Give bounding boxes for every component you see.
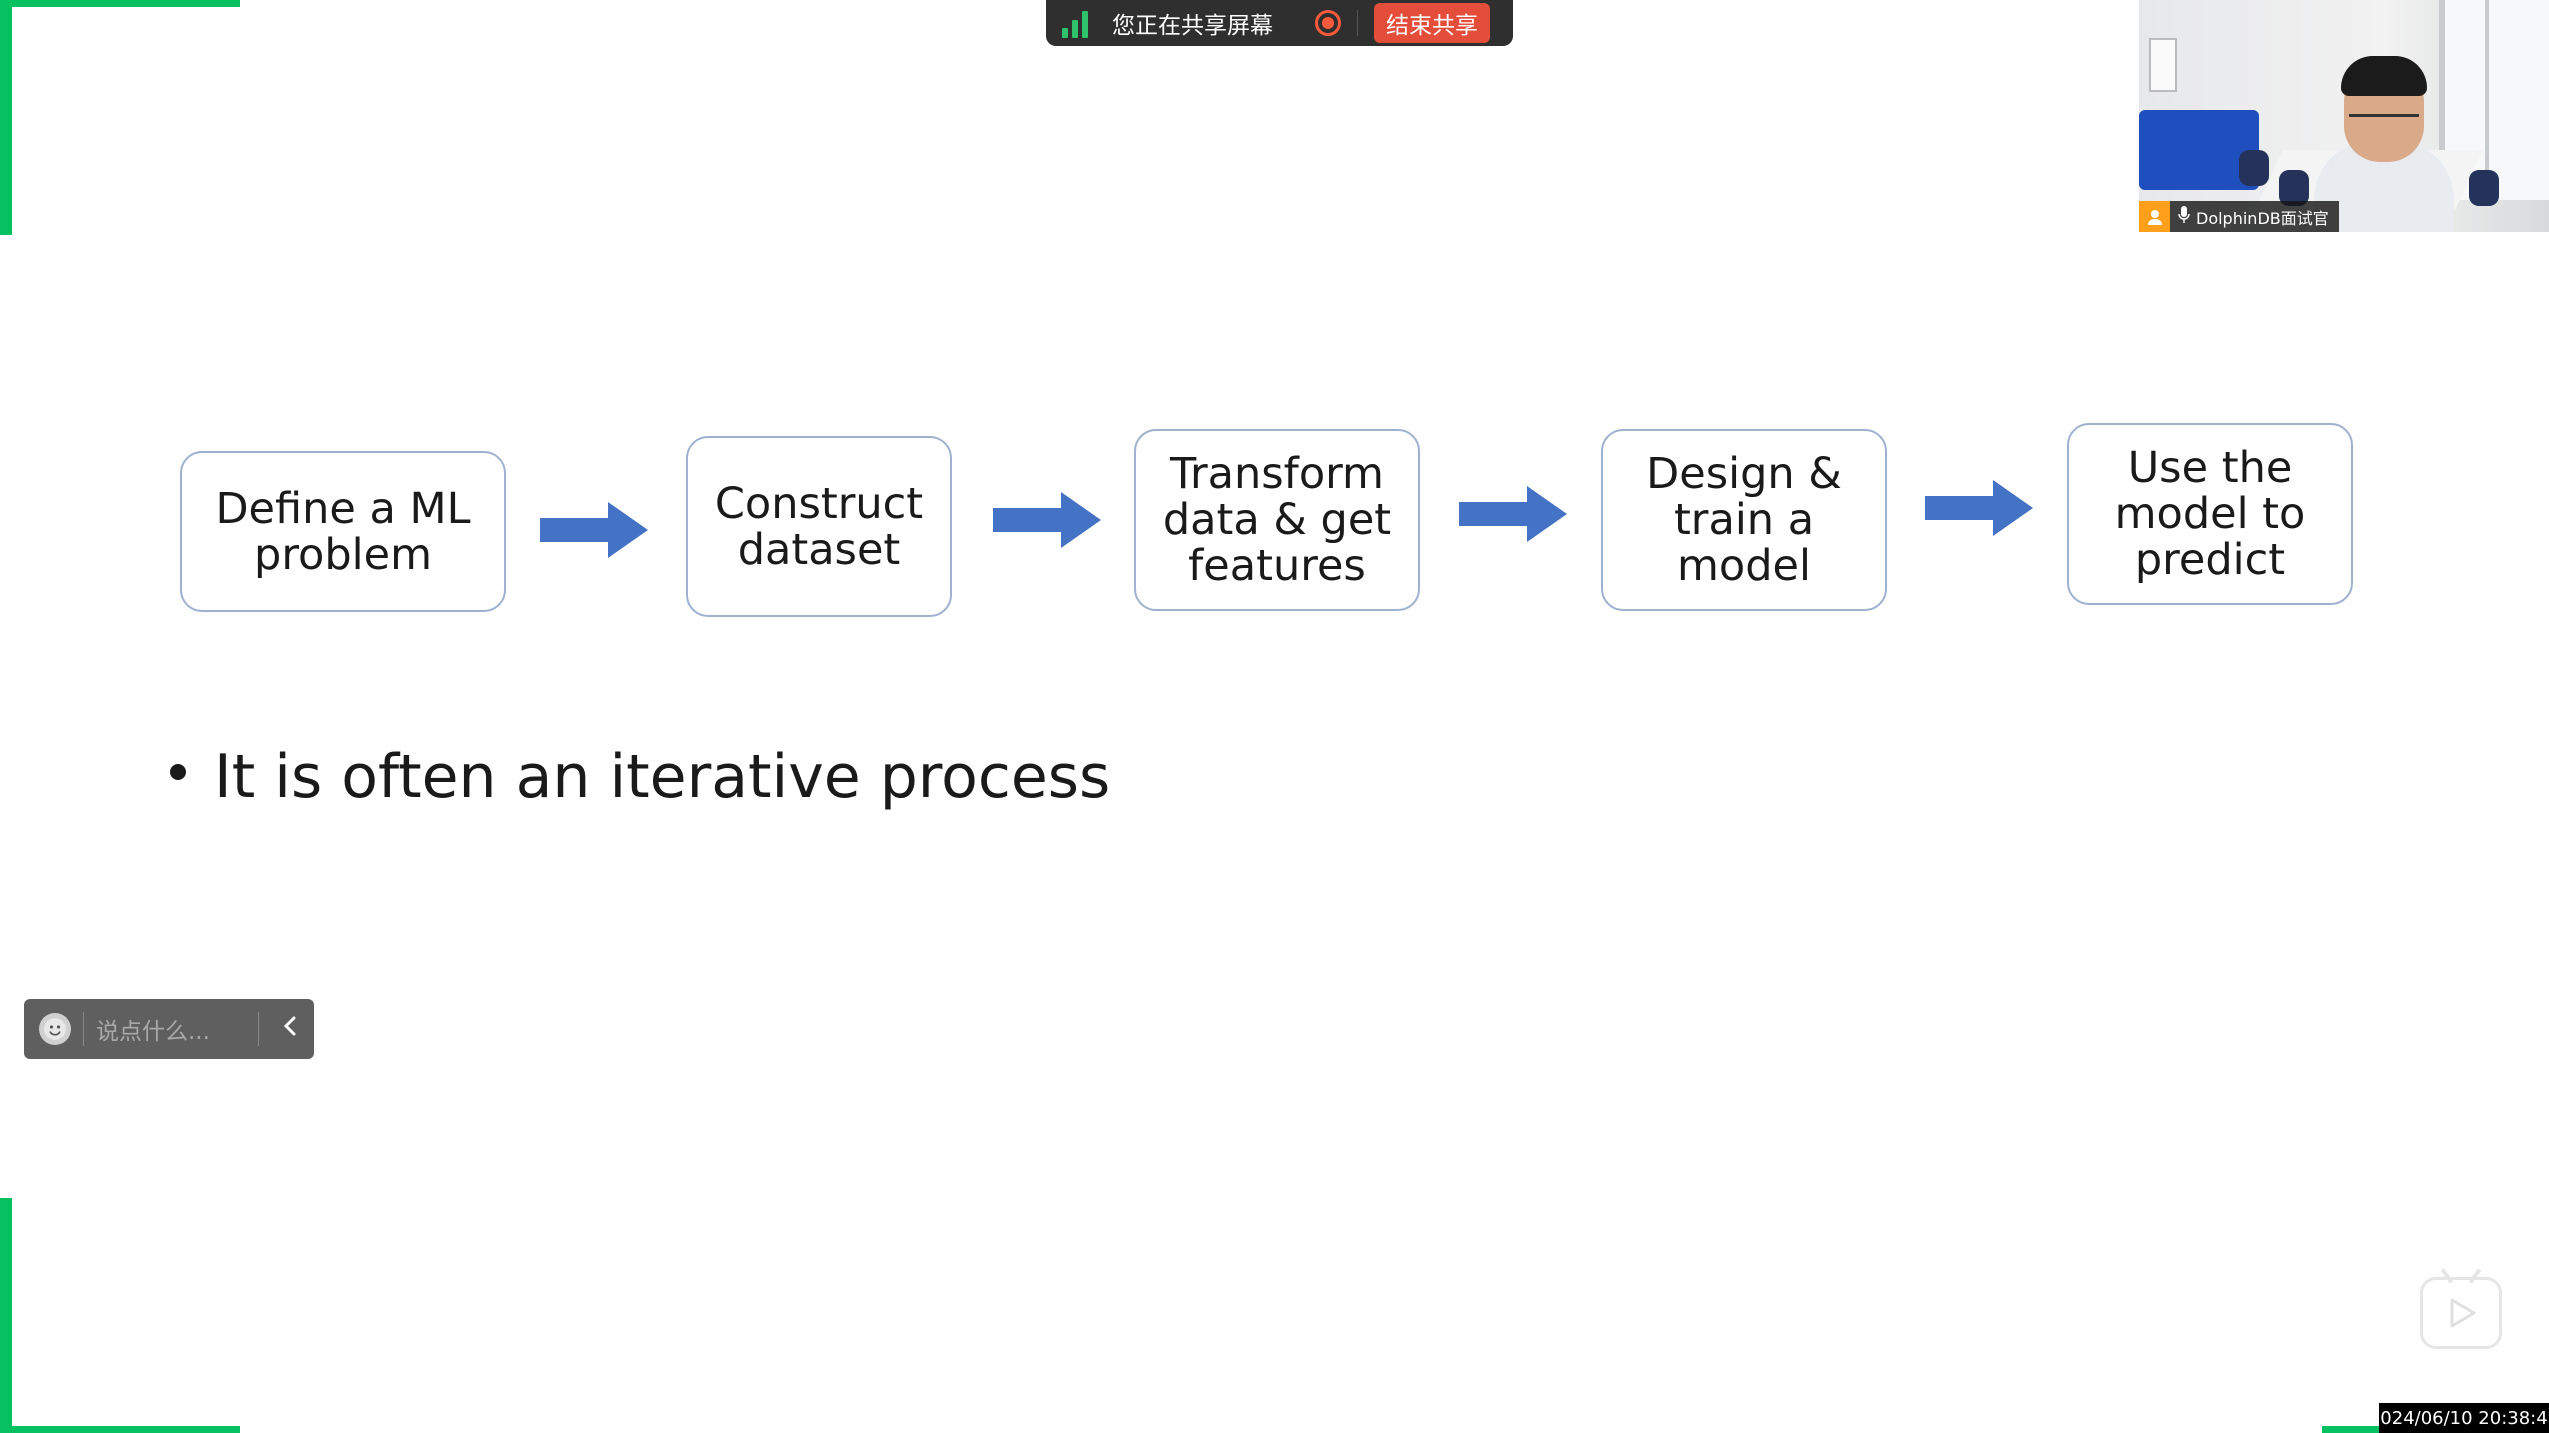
share-frame-corner-bottom-left [0, 1198, 12, 1433]
flow-step-label: Transform data & get features [1162, 449, 1392, 591]
video-chair [2239, 150, 2269, 186]
flow-step-define-problem: Define a ML problem [180, 451, 506, 612]
slide-bullet-text: It is often an iterative process [214, 742, 1111, 812]
flow-arrow-icon [1459, 486, 1567, 542]
share-frame-corner-bottom-left [0, 1426, 240, 1433]
comment-divider [258, 1012, 259, 1046]
stop-sharing-button[interactable]: 结束共享 [1374, 3, 1490, 43]
flow-arrow-icon [540, 502, 648, 558]
flow-step-label: Use the model to predict [2114, 443, 2306, 585]
user-icon [2139, 201, 2170, 232]
flow-step-label: Define a ML problem [215, 483, 471, 580]
collapse-chevron-icon[interactable] [283, 1014, 297, 1044]
video-person-glasses [2349, 100, 2419, 117]
video-chair [2279, 170, 2309, 206]
share-status-text: 您正在共享屏幕 [1112, 13, 1273, 39]
flow-step-label: Construct dataset [714, 478, 924, 575]
video-person-hair [2341, 56, 2427, 96]
flow-arrow-icon [1925, 480, 2033, 536]
share-frame-corner-bottom-right [2322, 1426, 2382, 1433]
participant-name: DolphinDB面试官 [2196, 208, 2329, 228]
screen-share-toolbar: 您正在共享屏幕 结束共享 [1046, 0, 1513, 46]
signal-strength-icon [1062, 8, 1094, 38]
emoji-icon[interactable] [39, 1013, 71, 1045]
flow-step-transform-data: Transform data & get features [1134, 429, 1420, 611]
flow-step-train-model: Design & train a model [1601, 429, 1887, 611]
flow-step-construct-dataset: Construct dataset [686, 436, 952, 617]
play-icon[interactable] [2420, 1277, 2502, 1349]
comment-input[interactable]: 说点什么... [96, 1019, 210, 1045]
share-frame-corner-top-left [0, 0, 240, 7]
bullet-dot-icon [170, 764, 186, 781]
slide-bullet: It is often an iterative process [170, 742, 1110, 812]
video-chair [2469, 170, 2499, 206]
video-wall-picture [2149, 38, 2177, 92]
microphone-icon [2178, 205, 2190, 228]
record-icon[interactable] [1315, 10, 1341, 36]
toolbar-divider [1357, 10, 1358, 36]
recording-timestamp: 2024/06/10 20:38:49 [2369, 1403, 2549, 1433]
participant-name-tag: DolphinDB面试官 [2139, 201, 2339, 232]
flow-arrow-icon [993, 492, 1101, 548]
flow-step-predict: Use the model to predict [2067, 423, 2353, 605]
flow-step-label: Design & train a model [1646, 449, 1842, 591]
comment-bar: 说点什么... [24, 999, 314, 1059]
comment-divider [83, 1012, 84, 1046]
participant-video[interactable]: DolphinDB面试官 [2139, 0, 2549, 232]
share-frame-corner-top-left [0, 0, 12, 235]
